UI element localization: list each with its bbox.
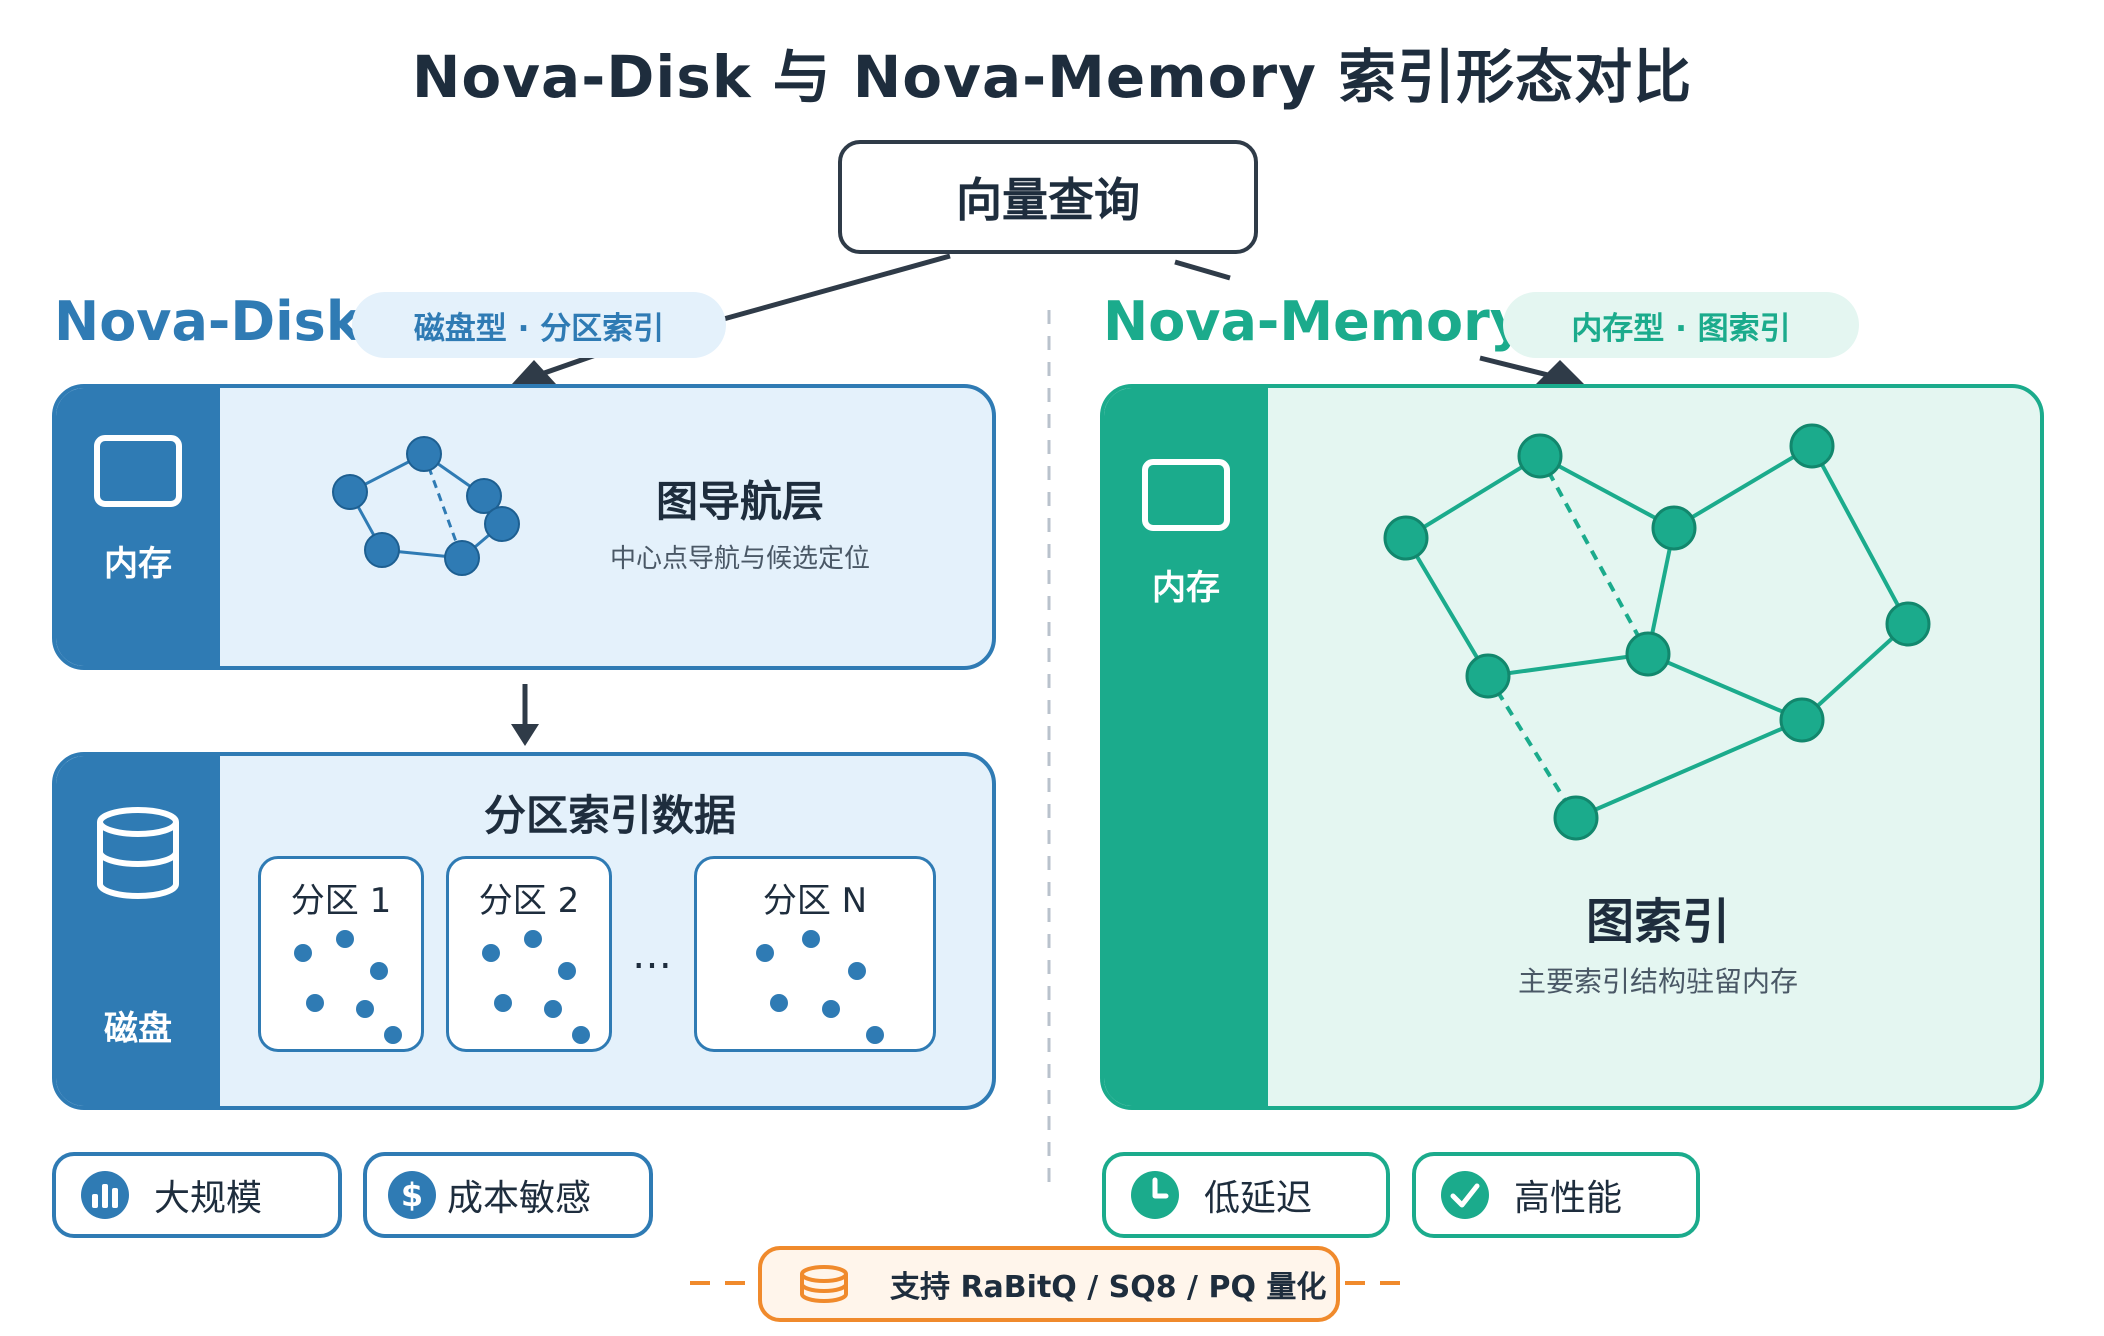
- nova-memory-tag: 内存型 · 图索引: [1503, 292, 1859, 358]
- svg-text:$: $: [401, 1176, 423, 1214]
- memory-side: 内存: [1104, 388, 1268, 1106]
- partition-data-title: 分区索引数据: [483, 791, 736, 840]
- vector-query-node: 向量查询: [838, 140, 1258, 254]
- badge-low-latency: 低延迟: [1102, 1152, 1390, 1238]
- disk-memory-side: 内存: [56, 388, 220, 666]
- badge-cost-sensitive: $ 成本敏感: [363, 1152, 653, 1238]
- nav-layer-title: 图导航层: [655, 477, 824, 526]
- disk-storage-panel: 磁盘 分区索引数据 分区 1 分区 2 … 分区 N: [52, 752, 996, 1110]
- badge-large-scale: 大规模: [52, 1152, 342, 1238]
- database-icon: [97, 807, 179, 899]
- memory-icon: [1142, 459, 1230, 531]
- partition-points: [294, 930, 402, 1044]
- partition-box: 分区 1: [258, 856, 424, 1052]
- partition-label: 分区 1: [290, 881, 392, 921]
- disk-storage-side: 磁盘: [56, 756, 220, 1106]
- graph-index-title: 图索引: [1585, 894, 1730, 950]
- partition-ellipsis: …: [632, 932, 672, 978]
- nova-disk-title: Nova-Disk: [54, 290, 362, 353]
- memory-icon: [94, 435, 182, 507]
- check-icon: [1441, 1171, 1489, 1219]
- partition-label: 分区 N: [762, 881, 868, 921]
- memory-panel: 内存: [1100, 384, 2044, 1110]
- page-title: Nova-Disk 与 Nova-Memory 索引形态对比: [411, 43, 1693, 111]
- badge-label: 高性能: [1514, 1178, 1623, 1219]
- partition-points: [482, 930, 590, 1044]
- dollar-icon: $: [388, 1171, 436, 1219]
- graph-index: [1383, 423, 1931, 841]
- quantization-badge: 支持 RaBitQ / SQ8 / PQ 量化: [758, 1246, 1340, 1322]
- nav-graph: [332, 436, 520, 576]
- badge-label: 成本敏感: [447, 1178, 592, 1219]
- clock-icon: [1131, 1171, 1179, 1219]
- quantization-label: 支持 RaBitQ / SQ8 / PQ 量化: [890, 1270, 1327, 1305]
- nova-disk-tag: 磁盘型 · 分区索引: [352, 292, 726, 358]
- bar-chart-icon: [81, 1171, 129, 1219]
- database-icon: [800, 1265, 848, 1303]
- nav-layer-subtitle: 中心点导航与候选定位: [609, 544, 870, 574]
- badge-label: 低延迟: [1204, 1178, 1313, 1219]
- badge-label: 大规模: [154, 1178, 263, 1219]
- nova-memory-title: Nova-Memory: [1103, 290, 1525, 353]
- partition-box: 分区 N: [694, 856, 936, 1052]
- partition-box: 分区 2: [446, 856, 612, 1052]
- partition-label: 分区 2: [478, 881, 580, 921]
- disk-memory-panel: 内存 图导航层 中心点导航与候选定位: [52, 384, 996, 670]
- disk-storage-label: 磁盘: [104, 1009, 172, 1049]
- graph-index-subtitle: 主要索引结构驻留内存: [1517, 965, 1798, 998]
- disk-memory-label: 内存: [104, 544, 172, 584]
- badge-high-performance: 高性能: [1412, 1152, 1700, 1238]
- partition-points: [756, 930, 884, 1044]
- down-arrow-icon: [511, 684, 539, 746]
- memory-side-label: 内存: [1152, 568, 1220, 608]
